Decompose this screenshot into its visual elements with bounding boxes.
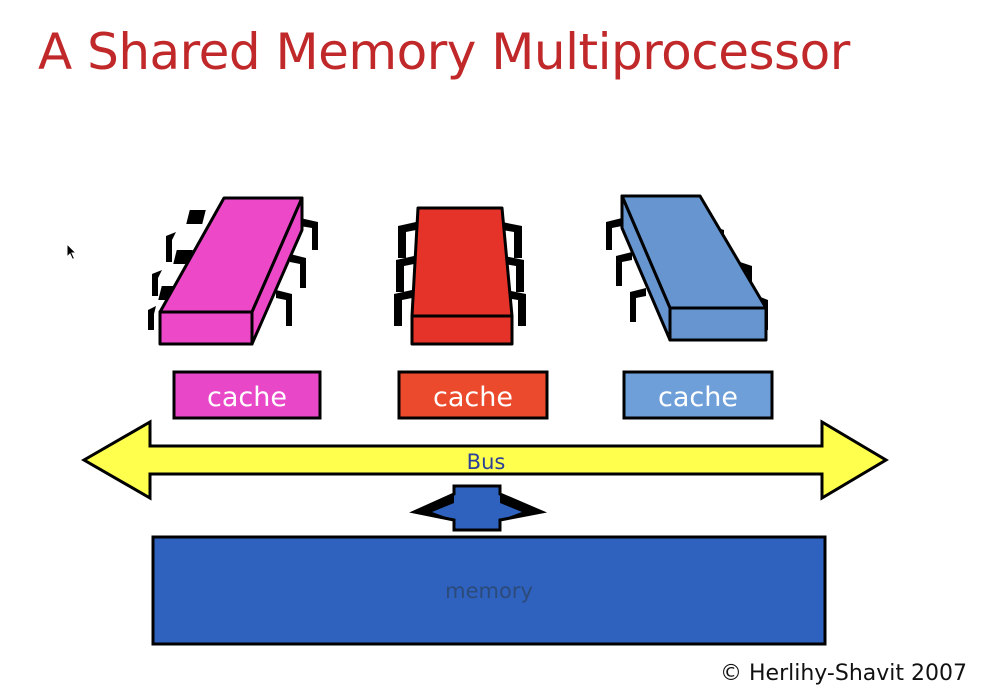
cache-3-box <box>622 370 774 420</box>
processor-chip-3-front <box>668 306 768 342</box>
copyright-notice: © Herlihy-Shavit 2007 <box>720 661 967 686</box>
bus-label: Bus <box>467 450 506 474</box>
memory-block: memory <box>151 535 827 646</box>
cache-1-box <box>172 370 322 420</box>
mouse-cursor-icon <box>66 243 78 261</box>
cache-2-box <box>397 370 549 420</box>
memory-box <box>151 535 827 646</box>
memory-label: memory <box>445 579 533 603</box>
cache-1-label: cache <box>207 382 287 413</box>
processor-chip-1-front <box>158 310 254 346</box>
bus-arrow: Bus <box>80 419 889 501</box>
slide-title: A Shared Memory Multiprocessor <box>38 23 850 81</box>
cache-2-label: cache <box>433 382 513 413</box>
processor-chip-2 <box>394 206 526 346</box>
processor-chip-1 <box>148 196 318 346</box>
cache-3-label: cache <box>658 382 738 413</box>
bus-arrow-shape <box>80 419 889 501</box>
processor-chip-2-top <box>410 206 514 318</box>
cache-3: cache <box>622 370 774 420</box>
processor-chip-2-front <box>410 314 514 346</box>
processor-chip-3 <box>606 194 768 342</box>
cache-2: cache <box>397 370 549 420</box>
cache-1: cache <box>172 370 322 420</box>
bus-memory-connector <box>409 484 548 532</box>
